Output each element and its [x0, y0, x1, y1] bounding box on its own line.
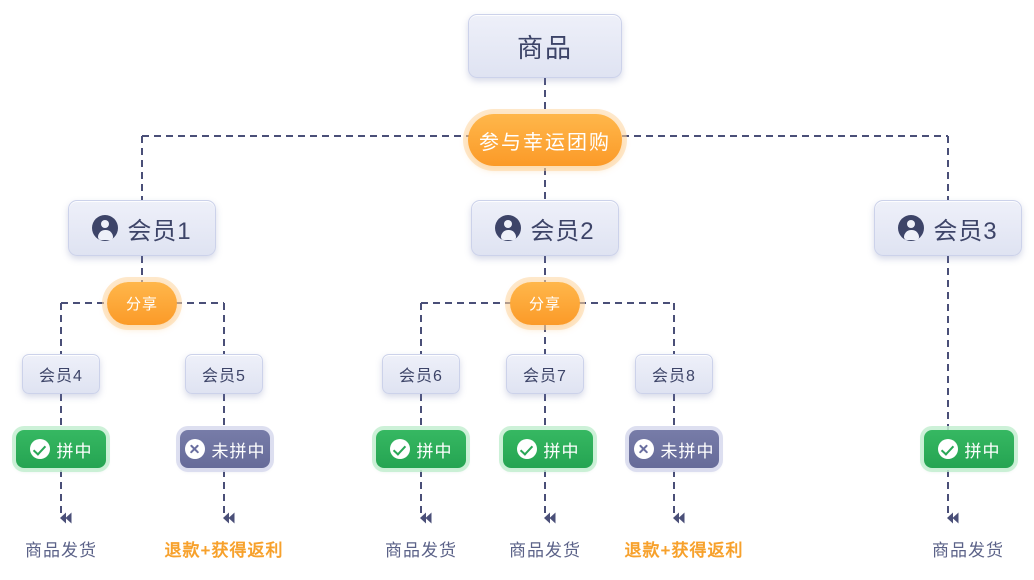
outcome-member-7: 商品发货: [509, 541, 581, 560]
share-label: 分享: [125, 296, 158, 313]
status-badge-member-5[interactable]: 未拼中: [180, 430, 270, 468]
check-circle-icon: [389, 439, 410, 459]
cross-circle-icon: [184, 439, 205, 459]
status-badge-member-3[interactable]: 拼中: [924, 430, 1014, 468]
outcome-member-8: 退款+获得返利: [624, 541, 744, 560]
member-7-label: 会员7: [523, 368, 567, 385]
status-badge-member-6[interactable]: 拼中: [376, 430, 466, 468]
person-icon: [92, 215, 119, 241]
check-circle-icon: [29, 439, 50, 459]
status-label: 拼中: [56, 441, 93, 461]
status-badge-member-8[interactable]: 未拼中: [629, 430, 719, 468]
member-3-label: 会员3: [933, 217, 998, 245]
status-label: 未拼中: [211, 441, 266, 461]
node-member-4[interactable]: 会员4: [22, 354, 100, 394]
status-label: 拼中: [543, 441, 580, 461]
node-share-member-2[interactable]: 分享: [510, 282, 580, 325]
status-badge-member-7[interactable]: 拼中: [503, 430, 593, 468]
member-8-label: 会员8: [652, 368, 696, 385]
node-product[interactable]: 商品: [468, 14, 622, 78]
status-badge-member-4[interactable]: 拼中: [16, 430, 106, 468]
join-lucky-group-buy-label: 参与幸运团购: [479, 131, 611, 154]
status-label: 未拼中: [660, 441, 715, 461]
node-member-6[interactable]: 会员6: [382, 354, 460, 394]
node-member-2[interactable]: 会员2: [471, 200, 619, 256]
share-label: 分享: [528, 296, 561, 313]
person-icon: [898, 215, 925, 241]
node-member-3[interactable]: 会员3: [874, 200, 1022, 256]
node-member-8[interactable]: 会员8: [635, 354, 713, 394]
check-circle-icon: [516, 439, 537, 459]
outcome-member-3: 商品发货: [932, 541, 1004, 560]
member-6-label: 会员6: [399, 368, 443, 385]
outcome-member-6: 商品发货: [385, 541, 457, 560]
outcome-member-5: 退款+获得返利: [164, 541, 284, 560]
member-5-label: 会员5: [202, 368, 246, 385]
person-icon: [495, 215, 522, 241]
outcome-member-4: 商品发货: [25, 541, 97, 560]
cross-circle-icon: [633, 439, 654, 459]
node-member-7[interactable]: 会员7: [506, 354, 584, 394]
member-2-label: 会员2: [530, 217, 595, 245]
node-join-lucky-group-buy[interactable]: 参与幸运团购: [468, 114, 622, 166]
status-label: 拼中: [964, 441, 1001, 461]
node-member-1[interactable]: 会员1: [68, 200, 216, 256]
member-1-label: 会员1: [127, 217, 192, 245]
node-share-member-1[interactable]: 分享: [107, 282, 177, 325]
node-product-label: 商品: [516, 32, 573, 63]
member-4-label: 会员4: [39, 368, 83, 385]
node-member-5[interactable]: 会员5: [185, 354, 263, 394]
check-circle-icon: [937, 439, 958, 459]
status-label: 拼中: [416, 441, 453, 461]
